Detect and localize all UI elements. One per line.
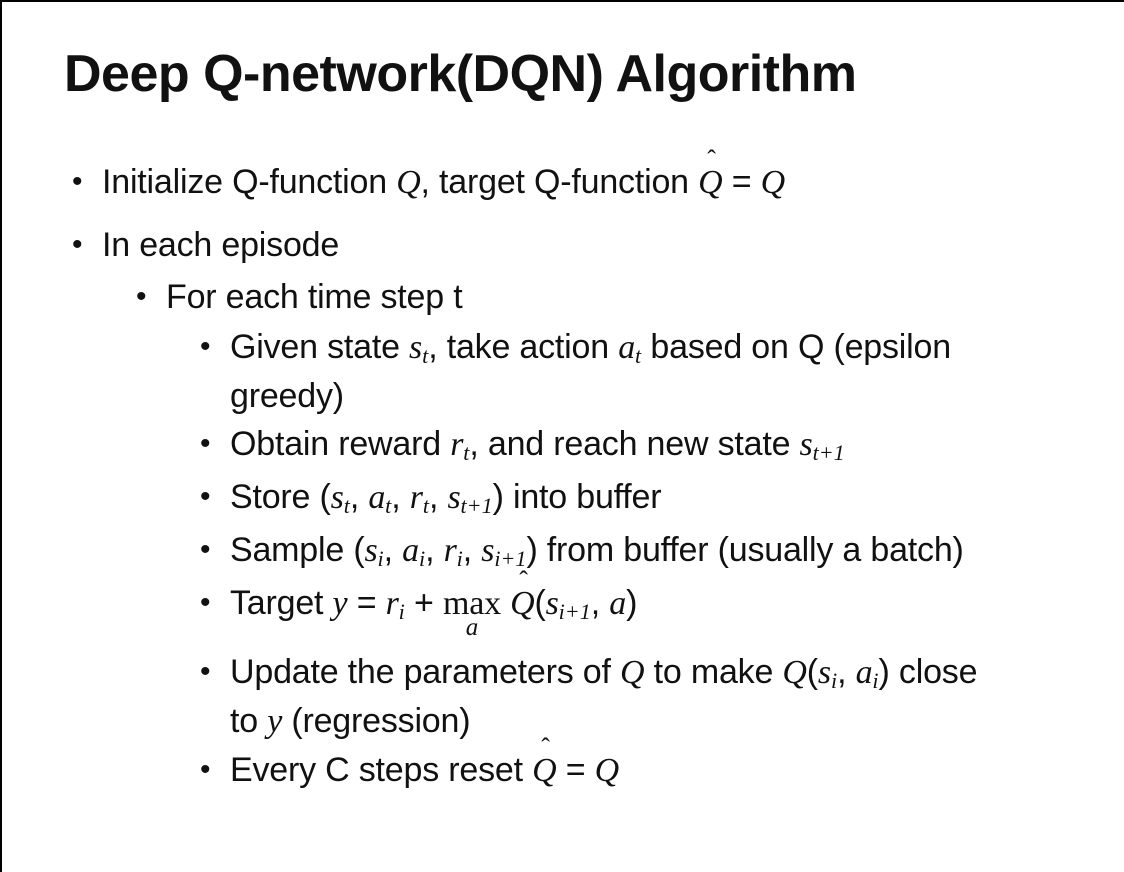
math-var: a [402, 532, 419, 569]
math-var: Q [396, 164, 421, 201]
bullet-dot-icon: • [200, 655, 211, 688]
math-subscript: i [830, 667, 838, 693]
math-var: y [267, 703, 283, 740]
math-subscript: t+1 [460, 492, 493, 518]
bullet-item-3: •Given state st, take action at based on… [2, 323, 1124, 420]
hat-accent-icon: ˆ [519, 566, 528, 595]
bullet-item-0: • Initialize Q-function Q, target Q-funct… [2, 147, 1124, 207]
math-subscript: i+1 [494, 545, 527, 571]
bullet-dot-icon: • [200, 480, 211, 513]
bullet-item-6: • Sample (si, ai, ri, si+1) from buffer (… [2, 526, 1124, 575]
math-subscript: i [456, 545, 463, 571]
math-var: y [332, 585, 348, 622]
math-subscript: t [422, 342, 429, 368]
math-var: s [330, 479, 344, 516]
math-var: Q [698, 164, 723, 201]
bullet-item-4: •Obtain reward rt, and reach new state s… [2, 420, 1124, 469]
math-subscript: t [463, 439, 470, 465]
math-var: s [364, 532, 378, 569]
math-var: Q [620, 654, 645, 691]
math-var: Q [532, 752, 557, 789]
math-var: Q [760, 164, 786, 201]
math-var: Q [782, 654, 807, 691]
math-subscript: i [377, 545, 384, 571]
math-var: r [409, 479, 423, 516]
math-subscript: t+1 [812, 439, 845, 465]
bullet-dot-icon: • [200, 330, 211, 363]
bullet-item-2: • For each time step t [2, 273, 1124, 321]
math-var: s [545, 585, 559, 622]
math-subscript: t [385, 492, 392, 518]
math-subscript: t [635, 342, 642, 368]
math-subscript: i [418, 545, 426, 571]
bullet-dot-icon: • [72, 228, 83, 261]
bullet-text: For each time step t [166, 278, 463, 316]
math-subscript: t [422, 492, 429, 518]
bullet-text: Sample (si, ai, ri, si+1) from buffer (u… [230, 531, 964, 571]
math-var: Q [510, 585, 535, 622]
bullet-text: In each episode [102, 226, 340, 264]
math-subscript: i [398, 598, 405, 624]
operator-subscript: a [465, 614, 479, 641]
math-var: a [855, 654, 873, 691]
bullet-dot-icon: • [200, 427, 211, 460]
math-subscript: t [343, 492, 350, 518]
math-var: s [481, 532, 495, 569]
math-subscript: i [872, 667, 879, 693]
math-var: a [368, 479, 386, 516]
math-var: r [443, 532, 457, 569]
math-var: s [447, 479, 461, 516]
bullet-dot-icon: • [72, 165, 83, 198]
bullet-dot-icon: • [200, 753, 211, 786]
bullet-text: Store (st, at, rt, st+1) into buffer [230, 478, 662, 518]
math-var: r [385, 585, 399, 622]
bullet-list: • Initialize Q-function Q, target Q-funct… [2, 147, 1124, 795]
bullet-text: Given state st, take action at based on … [230, 328, 951, 415]
math-var: Q [594, 752, 620, 789]
hat-accent-icon: ˆ [541, 733, 550, 762]
operator-label: max [442, 585, 501, 622]
bullet-item-1: • In each episode [2, 221, 1124, 269]
bullet-text: Update the parameters of Q to make Q(si,… [230, 653, 978, 740]
bullet-item-8: • Update the parameters of Q to make Q(si… [2, 648, 1124, 746]
bullet-item-5: • Store (st, at, rt, st+1) into buffer [2, 473, 1124, 522]
bullet-dot-icon: • [200, 533, 211, 566]
bullet-text: Initialize Q-function Q, target Q-functi… [102, 147, 786, 207]
math-var: s [409, 329, 423, 366]
math-var: a [609, 585, 627, 622]
math-subscript: i+1 [558, 598, 591, 624]
slide-title: Deep Q-network(DQN) Algorithm [64, 45, 857, 103]
math-var: a [618, 329, 636, 366]
math-var: s [799, 426, 813, 463]
math-var: r [450, 426, 464, 463]
math-var: s [817, 654, 831, 691]
hat-accent-icon: ˆ [707, 145, 716, 174]
bullet-dot-icon: • [200, 586, 211, 619]
bullet-text: Obtain reward rt, and reach new state st… [230, 425, 845, 465]
bullet-dot-icon: • [136, 280, 147, 313]
